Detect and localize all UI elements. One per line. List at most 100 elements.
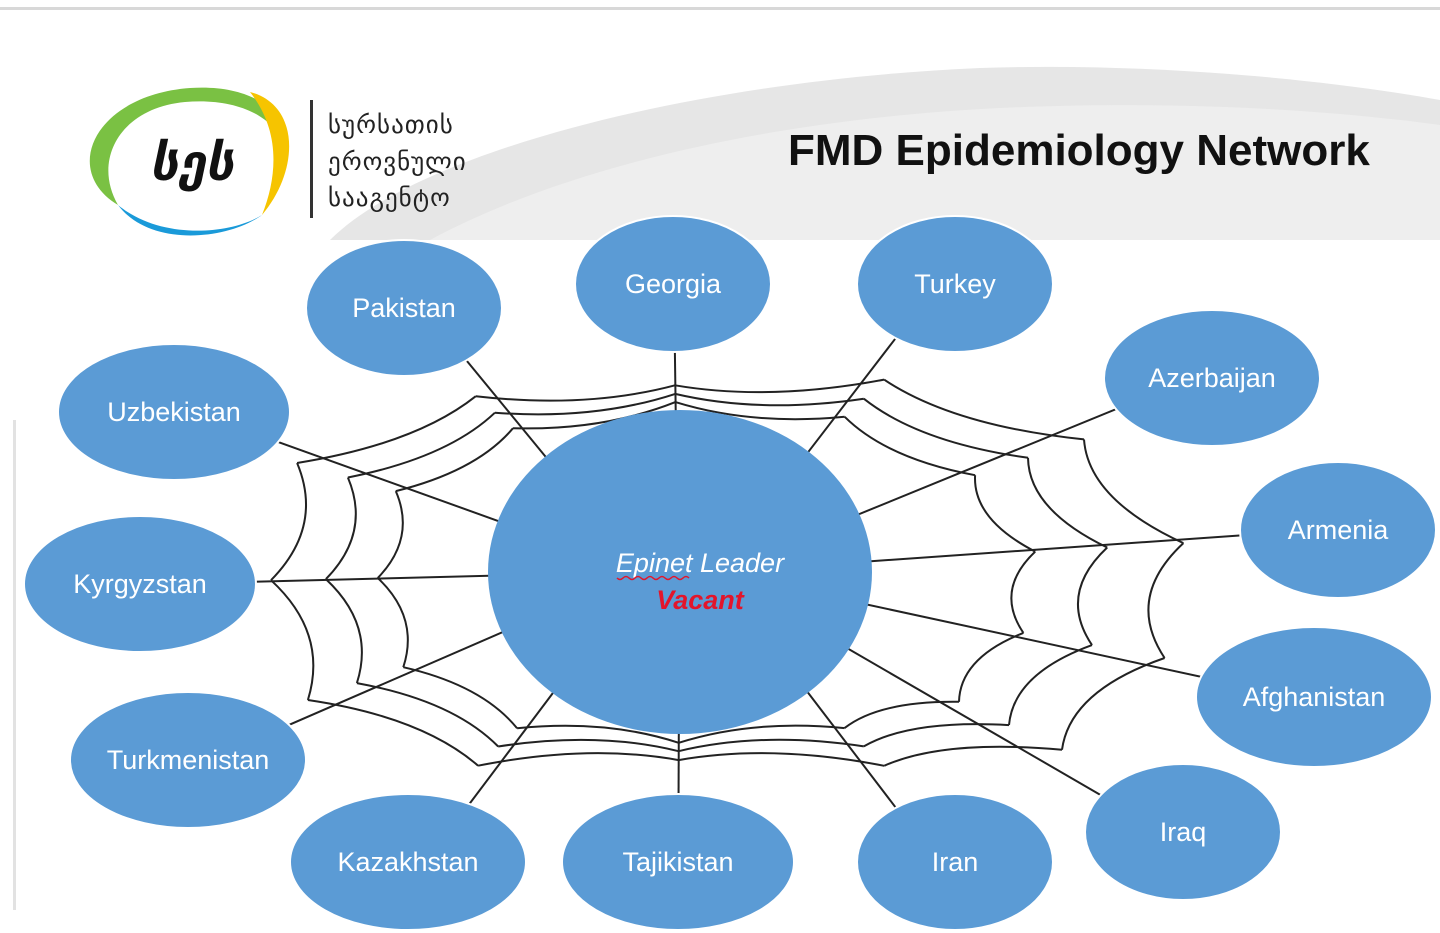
- web-ring-segment: [270, 462, 308, 581]
- node-turkmenistan: Turkmenistan: [69, 691, 307, 829]
- web-ring-segment: [1061, 657, 1165, 750]
- node-ellipse: [69, 691, 307, 829]
- node-ellipse: [305, 239, 503, 377]
- node-armenia: Armenia: [1239, 461, 1437, 599]
- node-georgia: Georgia: [574, 215, 772, 353]
- node-azerbaijan: Azerbaijan: [1103, 309, 1321, 447]
- logo-line-2: ეროვნული: [328, 147, 467, 176]
- node-ellipse: [1084, 763, 1282, 901]
- node-label: Iran: [932, 847, 979, 877]
- node-ellipse: [57, 343, 291, 481]
- node-uzbekistan: Uzbekistan: [57, 343, 291, 481]
- node-label: Armenia: [1288, 515, 1390, 545]
- center-node: Epinet Leader Vacant: [488, 410, 872, 734]
- node-pakistan: Pakistan: [305, 239, 503, 377]
- web-spoke: [240, 427, 524, 531]
- center-label-epinet: Epinet: [616, 548, 694, 578]
- center-ellipse: [488, 410, 872, 734]
- web-ring-segment: [1083, 439, 1184, 545]
- web-ring-segment: [325, 477, 357, 580]
- top-border: [0, 7, 1440, 10]
- web-ring-segment: [1027, 457, 1108, 549]
- web-ring-segment: [958, 631, 1024, 702]
- web-ring-segment: [377, 577, 409, 668]
- node-ellipse: [856, 215, 1054, 353]
- web-ring-segment: [498, 738, 679, 753]
- web-connections: [209, 323, 1269, 823]
- node-label: Kyrgyzstan: [73, 569, 207, 599]
- web-ring-segment: [863, 723, 1010, 748]
- node-tajikistan: Tajikistan: [561, 793, 795, 931]
- web-ring-segment: [356, 682, 499, 748]
- node-label: Kazakhstan: [337, 847, 478, 877]
- diagram-title: FMD Epidemiology Network: [788, 126, 1370, 175]
- agency-logo: სეს სურსათის ეროვნული სააგენტო: [89, 87, 467, 236]
- web-ring-segment: [674, 392, 864, 407]
- web-ring-segment: [843, 416, 976, 477]
- node-kyrgyzstan: Kyrgyzstan: [23, 515, 257, 653]
- node-ellipse: [289, 793, 527, 931]
- web-ring-segment: [674, 378, 885, 394]
- node-ellipse: [1103, 309, 1321, 447]
- web-spoke: [844, 532, 1269, 565]
- web-spoke: [453, 345, 562, 476]
- node-label: Turkmenistan: [107, 745, 270, 775]
- web-ring-segment: [347, 411, 496, 479]
- web-spoke: [792, 672, 908, 823]
- web-ring-segment: [395, 427, 514, 493]
- web-ring-segment: [475, 384, 676, 402]
- web-ring-segment: [477, 752, 679, 767]
- logo-ring-yellow: [250, 92, 290, 215]
- web-ring-segment: [678, 752, 885, 767]
- web-ring-segment: [974, 475, 1036, 553]
- center-label-leader: Leader: [692, 548, 785, 578]
- logo-divider: [310, 100, 313, 218]
- node-ellipse: [23, 515, 257, 653]
- node-ellipse: [1195, 626, 1433, 768]
- node-turkey: Turkey: [856, 215, 1054, 353]
- node-afghanistan: Afghanistan: [1195, 626, 1433, 768]
- web-ring-segment: [377, 490, 404, 579]
- web-spoke: [455, 673, 568, 823]
- web-ring-segment: [1008, 644, 1093, 726]
- web-ring-segment: [403, 666, 518, 729]
- web-ring-segment: [1010, 550, 1036, 634]
- country-nodes: Pakistan Georgia TurkeyAzerbaijanArmeniaAf…: [23, 215, 1437, 931]
- web-ring-segment: [675, 401, 845, 421]
- left-border: [13, 420, 16, 910]
- node-iran: Iran: [856, 793, 1054, 931]
- web-ring-segment: [1077, 546, 1108, 646]
- web-ring-segment: [883, 378, 1085, 441]
- center-label-line1: Epinet Leader: [616, 548, 785, 578]
- node-label: Iraq: [1160, 817, 1207, 847]
- web-ring-segment: [678, 738, 864, 753]
- web-spoke: [253, 621, 527, 742]
- web-ring-segment: [863, 397, 1029, 459]
- web-spoke: [834, 395, 1147, 525]
- logo-ring-blue: [118, 205, 262, 236]
- spellcheck-underline: [616, 575, 690, 581]
- web-ring-segment: [296, 395, 477, 464]
- web-ring-segment: [307, 699, 479, 767]
- web-ring-segment: [1147, 542, 1185, 659]
- web-spoke: [793, 323, 908, 472]
- web-ring-segment: [270, 579, 315, 701]
- node-ellipse: [561, 793, 795, 931]
- web-spoke: [841, 598, 1246, 688]
- logo-mark-text: სეს: [150, 134, 235, 192]
- web-ring-segment: [883, 745, 1063, 767]
- node-label: Turkey: [914, 269, 996, 299]
- web-ring-segment: [516, 724, 680, 744]
- web-ring-segment: [325, 578, 363, 684]
- node-ellipse: [574, 215, 772, 353]
- web-ring-segment: [494, 392, 676, 416]
- node-label: Pakistan: [352, 293, 456, 323]
- node-label: Azerbaijan: [1148, 363, 1276, 393]
- node-ellipse: [1239, 461, 1437, 599]
- web-spoke: [209, 574, 516, 584]
- node-kazakhstan: Kazakhstan: [289, 793, 527, 931]
- web-ring-segment: [843, 700, 960, 729]
- web-ring-segment: [678, 724, 845, 744]
- node-label: Georgia: [625, 269, 722, 299]
